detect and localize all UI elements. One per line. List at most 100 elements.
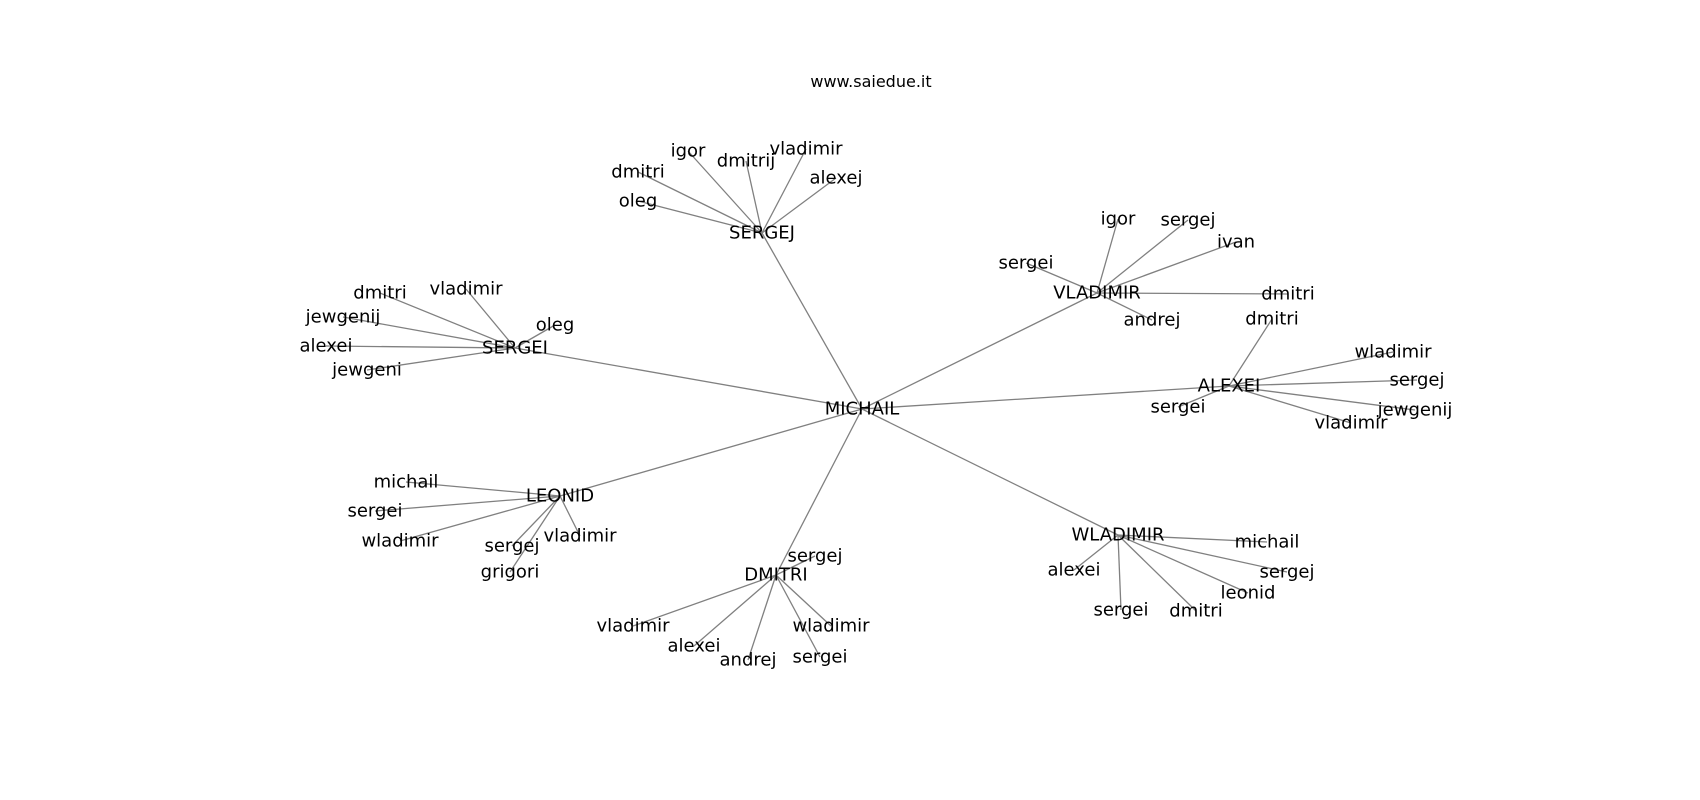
leaf-node-label: sergej bbox=[1160, 210, 1215, 231]
leaf-node-label: alexei bbox=[668, 636, 721, 657]
leaf-node-label: vladimir bbox=[543, 526, 617, 547]
edge-root-to-sergei bbox=[514, 347, 863, 410]
leaf-node-label: jewgenij bbox=[305, 307, 381, 328]
leaf-node-label: sergei bbox=[792, 647, 847, 668]
leaf-node-label: dmitri bbox=[1261, 284, 1314, 305]
edge-alexei-to-dmitri bbox=[1228, 318, 1273, 387]
leaf-node-label: dmitri bbox=[1245, 309, 1298, 330]
edge-alexei-to-sergej bbox=[1228, 379, 1418, 387]
leaf-node-label: alexej bbox=[810, 168, 863, 189]
edge-wladimir-to-sergej bbox=[1117, 534, 1288, 573]
edge-alexei-to-vladimir bbox=[1228, 385, 1352, 424]
edge-wladimir-to-sergei bbox=[1117, 534, 1122, 611]
edge-alexei-to-wladimir bbox=[1228, 351, 1394, 387]
leaf-node-label: dmitri bbox=[1169, 601, 1222, 622]
site-title: www.saiedue.it bbox=[810, 72, 932, 91]
leaf-node-label: dmitri bbox=[611, 162, 664, 183]
leaf-node-label: andrej bbox=[1124, 310, 1181, 331]
group-node-label: LEONID bbox=[526, 486, 594, 507]
edge-dmitri-to-vladimir bbox=[632, 574, 777, 627]
edge-leonid-to-wladimir bbox=[399, 495, 561, 542]
leaf-node-label: vladimir bbox=[769, 139, 843, 160]
edge-sergei-to-oleg bbox=[514, 324, 556, 349]
leaf-node-label: leonid bbox=[1221, 583, 1276, 604]
edge-leonid-to-vladimir bbox=[559, 495, 581, 537]
leaf-node-label: oleg bbox=[536, 315, 575, 336]
leaf-node-label: alexei bbox=[300, 336, 353, 357]
leaf-node-label: michail bbox=[1235, 532, 1300, 553]
edge-wladimir-to-leonid bbox=[1117, 534, 1249, 594]
edge-leonid-to-sergej bbox=[511, 495, 561, 547]
edge-leonid-to-grigori bbox=[509, 495, 561, 573]
leaf-node-label: alexei bbox=[1048, 560, 1101, 581]
leaf-node-label: oleg bbox=[619, 191, 658, 212]
edge-dmitri-to-alexei bbox=[693, 574, 777, 647]
edge-root-to-leonid bbox=[559, 408, 863, 497]
edge-leonid-to-michail bbox=[405, 481, 561, 497]
edge-root-to-alexei bbox=[861, 385, 1230, 410]
leaf-node-label: wladimir bbox=[792, 616, 870, 637]
graph-edges bbox=[325, 148, 1418, 661]
edge-vladimir-to-sergei bbox=[1025, 262, 1098, 294]
leaf-node-label: wladimir bbox=[1354, 342, 1432, 363]
leaf-node-label: wladimir bbox=[361, 531, 439, 552]
edge-sergei-to-vladimir bbox=[465, 288, 516, 349]
edge-sergej-to-oleg bbox=[637, 200, 763, 234]
leaf-node-label: andrej bbox=[720, 650, 777, 671]
leaf-node-label: sergej bbox=[1389, 370, 1444, 391]
edge-vladimir-to-igor bbox=[1096, 218, 1119, 294]
edge-root-to-sergej bbox=[761, 232, 863, 410]
edge-dmitri-to-sergej bbox=[775, 555, 816, 576]
leaf-node-label: jewgeni bbox=[331, 360, 402, 381]
leaf-node-label: dmitri bbox=[353, 283, 406, 304]
edge-vladimir-to-ivan bbox=[1096, 241, 1237, 294]
edge-vladimir-to-andrej bbox=[1096, 292, 1153, 321]
edge-sergei-to-alexei bbox=[325, 345, 516, 349]
root-node-label: MICHAIL bbox=[825, 399, 900, 420]
leaf-node-label: vladimir bbox=[596, 616, 670, 637]
group-node-label: WLADIMIR bbox=[1071, 525, 1164, 546]
group-node-label: SERGEI bbox=[482, 338, 548, 359]
edge-dmitri-to-wladimir bbox=[775, 574, 832, 627]
edge-vladimir-to-sergej bbox=[1096, 219, 1189, 294]
group-node-label: VLADIMIR bbox=[1053, 283, 1141, 304]
edge-sergej-to-vladimir bbox=[761, 148, 807, 234]
edge-dmitri-to-sergei bbox=[775, 574, 821, 658]
leaf-node-label: dmitrij bbox=[717, 151, 775, 172]
edge-sergei-to-dmitri bbox=[379, 292, 516, 349]
leaf-node-label: vladimir bbox=[1314, 413, 1388, 434]
edge-sergej-to-dmitrij bbox=[745, 160, 763, 234]
leaf-node-label: michail bbox=[374, 472, 439, 493]
group-node-label: SERGEJ bbox=[729, 223, 795, 244]
leaf-node-label: vladimir bbox=[429, 279, 503, 300]
leaf-node-label: jewgenij bbox=[1377, 400, 1453, 421]
edge-sergei-to-jewgenij bbox=[342, 316, 516, 349]
edge-alexei-to-jewgenij bbox=[1228, 385, 1416, 411]
edge-wladimir-to-alexei bbox=[1073, 534, 1119, 571]
edge-root-to-dmitri bbox=[775, 408, 863, 576]
leaf-node-label: igor bbox=[1101, 209, 1136, 230]
group-node-label: ALEXEI bbox=[1198, 376, 1261, 397]
leaf-node-label: grigori bbox=[481, 562, 540, 583]
edge-leonid-to-sergei bbox=[374, 495, 561, 512]
edge-root-to-vladimir bbox=[861, 292, 1098, 410]
leaf-node-label: sergej bbox=[484, 536, 539, 557]
edge-vladimir-to-dmitri bbox=[1096, 292, 1289, 295]
leaf-node-label: sergei bbox=[998, 253, 1053, 274]
edge-root-to-wladimir bbox=[861, 408, 1119, 536]
edge-dmitri-to-andrej bbox=[747, 574, 777, 661]
leaf-node-label: sergei bbox=[347, 501, 402, 522]
group-node-label: DMITRI bbox=[744, 565, 808, 586]
edge-wladimir-to-dmitri bbox=[1117, 534, 1197, 612]
edge-sergej-to-alexej bbox=[761, 177, 837, 234]
leaf-node-label: sergei bbox=[1150, 397, 1205, 418]
edge-sergej-to-dmitri bbox=[637, 171, 763, 234]
edge-sergej-to-igor bbox=[687, 150, 763, 234]
leaf-node-label: sergej bbox=[787, 546, 842, 567]
edge-sergei-to-jewgeni bbox=[366, 347, 516, 371]
leaf-node-label: ivan bbox=[1217, 232, 1255, 253]
leaf-node-label: sergei bbox=[1093, 600, 1148, 621]
edge-wladimir-to-michail bbox=[1117, 534, 1268, 543]
leaf-node-label: sergej bbox=[1259, 562, 1314, 583]
